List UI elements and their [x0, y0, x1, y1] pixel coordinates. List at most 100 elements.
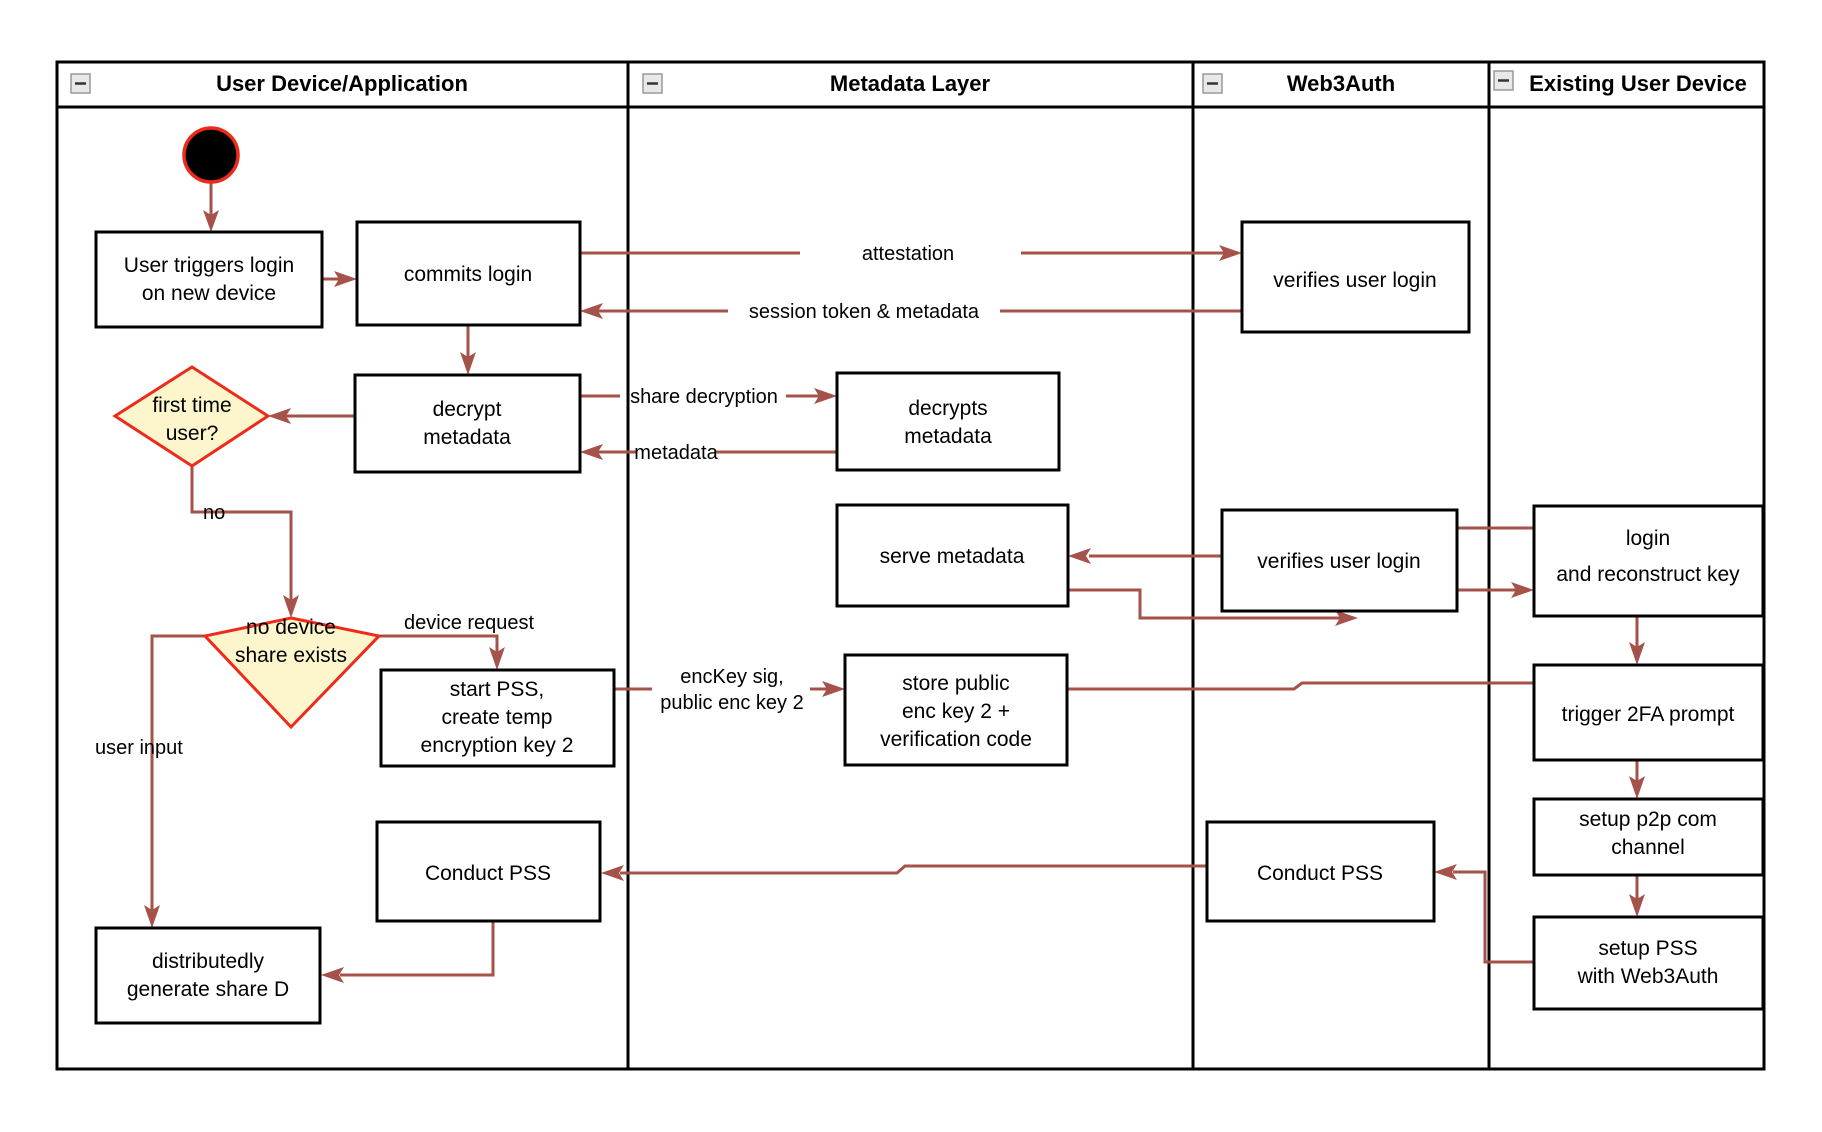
node-login-reconstruct-line-2: and reconstruct key — [1556, 563, 1740, 586]
node-setup-pss-box[interactable] — [1532, 915, 1765, 1011]
node-setup-pss-line-1: setup PSS — [1598, 937, 1697, 960]
edge-user-triggers-to-commits — [322, 271, 357, 287]
node-first-time-user-diamond[interactable] — [112, 365, 271, 468]
collapse-minus-icon-metadata[interactable] — [642, 73, 663, 94]
node-commits-login-label: commits login — [404, 263, 532, 286]
node-trigger-2fa-prompt-box[interactable] — [1532, 663, 1765, 762]
node-decrypt-metadata-box[interactable] — [353, 373, 582, 474]
node-commits-login[interactable]: commits login — [355, 220, 582, 327]
edge-first-time-to-no-device — [190, 466, 299, 618]
node-login-reconstruct-key-box[interactable] — [1532, 504, 1765, 618]
edge-existing-login-to-trigger-2fa — [1629, 616, 1645, 665]
node-start-pss-box[interactable] — [379, 668, 616, 768]
node-verifies-user-login-mid-label: verifies user login — [1257, 550, 1420, 573]
edge-label-enckey-line1: encKey sig, — [680, 666, 783, 688]
edge-label-attestation: attestation — [862, 243, 954, 265]
node-store-public-enc-key-box[interactable] — [843, 653, 1069, 767]
edge-label-device-request: device request — [404, 612, 535, 634]
node-serve-metadata-box[interactable] — [835, 503, 1070, 608]
edge-label-share-decryption: share decryption — [630, 386, 778, 408]
node-store-public-enc-key[interactable]: store public enc key 2 + verification co… — [843, 653, 1069, 767]
node-generate-share-d-box[interactable] — [94, 926, 322, 1025]
node-decrypts-metadata[interactable]: decrypts metadata — [835, 371, 1061, 472]
node-no-device-share-exists[interactable]: no device share exists — [202, 616, 382, 730]
collapse-minus-icon-existing-device[interactable] — [1493, 70, 1514, 91]
edge-decrypt-to-first-time — [268, 408, 355, 424]
node-user-triggers-login-box[interactable] — [94, 230, 324, 329]
lane-header-metadata[interactable]: Metadata Layer — [642, 71, 991, 96]
edge-trigger-2fa-to-setup-p2p — [1629, 760, 1645, 799]
node-conduct-pss-web3auth-label: Conduct PSS — [1257, 862, 1383, 885]
node-start[interactable] — [182, 126, 240, 184]
edge-conduct-pss-user-to-generate-share — [321, 921, 495, 983]
edge-commits-to-decrypt — [460, 325, 476, 375]
node-serve-metadata-label: serve metadata — [880, 545, 1025, 568]
node-setup-pss-line-2: with Web3Auth — [1577, 965, 1719, 988]
node-verifies-user-login-top-box[interactable] — [1240, 220, 1471, 334]
node-conduct-pss-user-box[interactable] — [375, 820, 602, 923]
node-decrypts-metadata-box[interactable] — [835, 371, 1061, 472]
edge-label-metadata: metadata — [634, 442, 718, 464]
edge-setup-p2p-to-setup-pss — [1629, 875, 1645, 917]
node-conduct-pss-user[interactable]: Conduct PSS — [375, 820, 602, 923]
node-store-key-line-2: enc key 2 + — [902, 700, 1010, 723]
edge-label-session-token: session token & metadata — [749, 301, 980, 323]
node-verifies-user-login-top[interactable]: verifies user login — [1240, 220, 1471, 334]
node-verifies-user-login-mid-box[interactable] — [1220, 508, 1459, 613]
node-conduct-pss-user-label: Conduct PSS — [425, 862, 551, 885]
node-start-pss-create-temp-key[interactable]: start PSS, create temp encryption key 2 — [379, 668, 616, 768]
node-first-time-user-line-1: first time — [152, 394, 231, 417]
node-setup-p2p-box[interactable] — [1532, 797, 1765, 877]
start-node-circle[interactable] — [182, 126, 240, 184]
edge-start-pss-to-store-key — [614, 681, 845, 697]
node-first-time-user[interactable]: first time user? — [112, 365, 271, 468]
lane-header-existing-device[interactable]: Existing User Device — [1493, 70, 1747, 96]
edges-layer: attestation session token & metadata sha… — [95, 181, 1645, 983]
lane-label-user-device: User Device/Application — [216, 71, 468, 96]
edge-start-to-user-triggers — [203, 181, 219, 232]
node-login-and-reconstruct-key[interactable]: login and reconstruct key — [1532, 504, 1765, 618]
node-trigger-2fa-prompt[interactable]: trigger 2FA prompt — [1532, 663, 1765, 762]
lane-label-web3auth: Web3Auth — [1287, 71, 1395, 96]
node-store-key-line-3: verification code — [880, 728, 1032, 751]
node-start-pss-line-3: encryption key 2 — [421, 734, 574, 757]
node-no-device-share-line-1: no device — [246, 616, 336, 639]
node-user-triggers-login-line-2: on new device — [142, 282, 276, 305]
collapse-minus-icon-user-device[interactable] — [70, 73, 91, 94]
collapse-minus-icon-web3auth[interactable] — [1202, 73, 1223, 94]
lane-label-existing-device: Existing User Device — [1529, 71, 1747, 96]
node-decrypts-metadata-line-2: metadata — [904, 425, 992, 448]
node-verifies-user-login-top-label: verifies user login — [1273, 269, 1436, 292]
node-generate-share-d-line-1: distributedly — [152, 950, 265, 973]
node-setup-pss-with-web3auth[interactable]: setup PSS with Web3Auth — [1532, 915, 1765, 1011]
node-verifies-user-login-mid[interactable]: verifies user login — [1220, 508, 1459, 613]
edge-decrypt-to-decrypts — [580, 388, 837, 404]
node-distributedly-generate-share-d[interactable]: distributedly generate share D — [94, 926, 322, 1025]
node-setup-p2p-line-1: setup p2p com — [1579, 808, 1717, 831]
edge-serve-metadata-to-verifies-mid — [1068, 588, 1358, 626]
node-decrypt-metadata-line-1: decrypt — [433, 398, 502, 421]
edge-verifies-top-to-commits — [580, 303, 1242, 319]
edge-conduct-pss-web3auth-to-conduct-pss-user — [601, 864, 1207, 881]
node-start-pss-line-1: start PSS, — [450, 678, 545, 701]
node-conduct-pss-web3auth-box[interactable] — [1205, 820, 1436, 923]
edge-label-no: no — [203, 502, 225, 524]
node-conduct-pss-web3auth[interactable]: Conduct PSS — [1205, 820, 1436, 923]
node-user-triggers-login-line-1: User triggers login — [124, 254, 294, 277]
node-first-time-user-line-2: user? — [166, 422, 219, 445]
node-setup-p2p-com-channel[interactable]: setup p2p com channel — [1532, 797, 1765, 877]
edge-no-device-to-generate-share — [144, 634, 205, 928]
node-decrypts-metadata-line-1: decrypts — [908, 397, 987, 420]
node-user-triggers-login[interactable]: User triggers login on new device — [94, 230, 324, 329]
lane-header-web3auth[interactable]: Web3Auth — [1202, 71, 1395, 96]
node-decrypt-metadata[interactable]: decrypt metadata — [353, 373, 582, 474]
node-store-key-line-1: store public — [902, 672, 1009, 695]
node-serve-metadata[interactable]: serve metadata — [835, 503, 1070, 608]
node-no-device-share-exists-diamond[interactable] — [202, 616, 382, 730]
lane-header-user-device[interactable]: User Device/Application — [70, 71, 468, 96]
node-generate-share-d-line-2: generate share D — [127, 978, 289, 1001]
node-commits-login-box[interactable] — [355, 220, 582, 327]
node-no-device-share-line-2: share exists — [235, 644, 347, 667]
